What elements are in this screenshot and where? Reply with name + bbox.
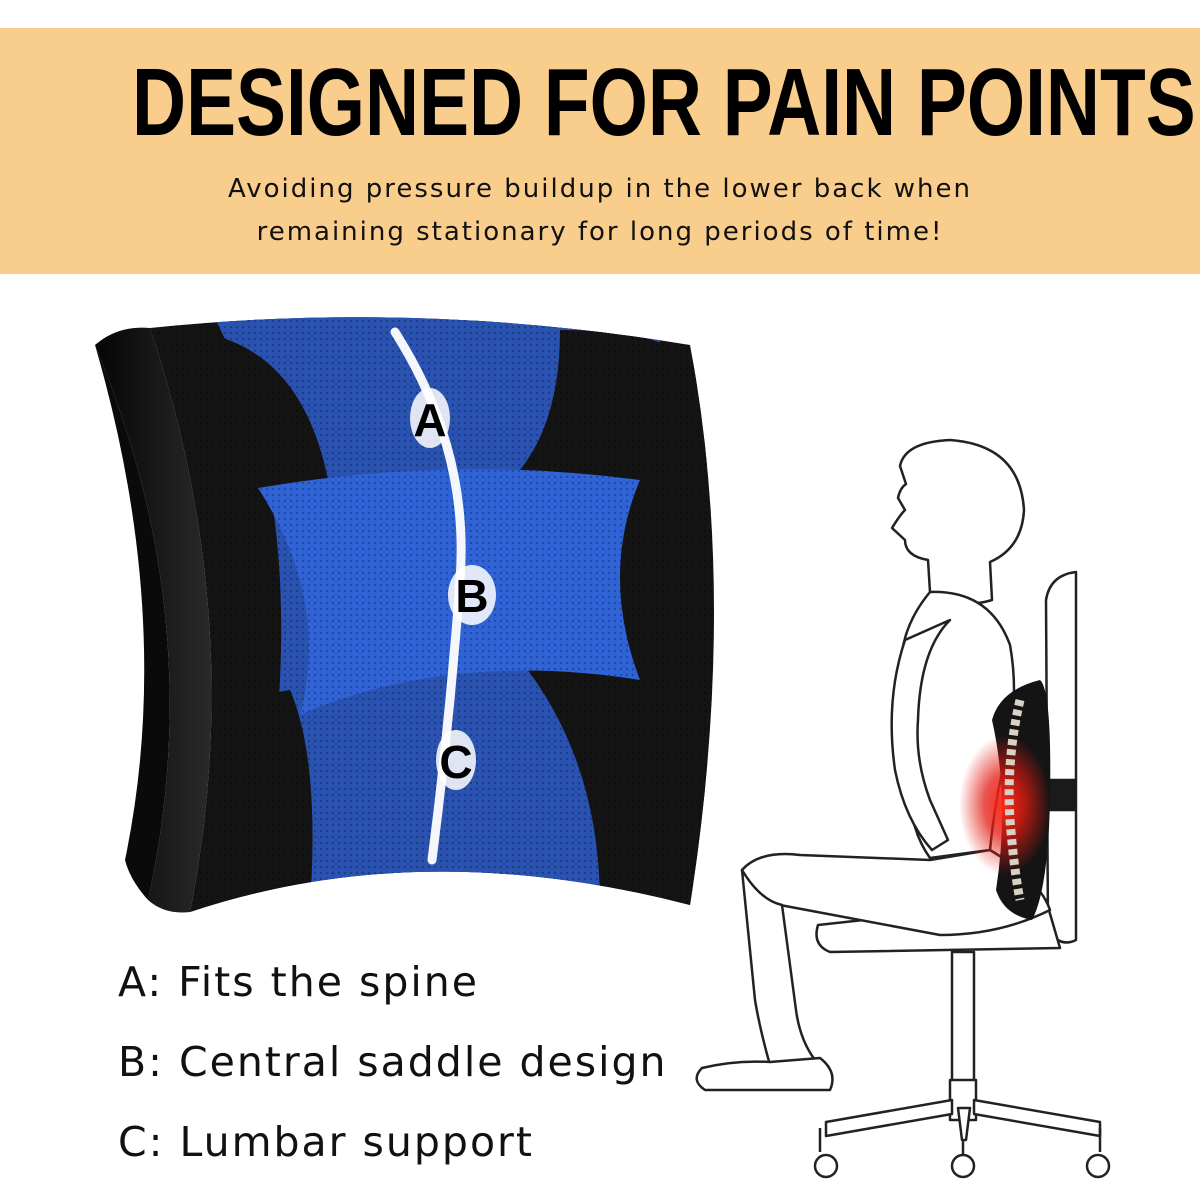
feature-spine-fit: A: Fits the spine [118, 958, 479, 1006]
marker-c: C [439, 736, 472, 788]
subtitle-line-1: Avoiding pressure buildup in the lower b… [227, 174, 973, 204]
page-title: DESIGNED FOR PAIN POINTS [132, 49, 1196, 156]
spine-icon [959, 680, 1051, 920]
feature-lumbar-support: C: Lumbar support [118, 1118, 534, 1166]
marker-a: A [413, 394, 446, 446]
header-banner [0, 28, 1200, 274]
subtitle-line-2: remaining stationary for long periods of… [256, 217, 944, 247]
feature-saddle-design: B: Central saddle design [118, 1038, 668, 1086]
marker-b: B [455, 570, 488, 622]
lumbar-cushion-illustration: A B C [95, 317, 714, 913]
